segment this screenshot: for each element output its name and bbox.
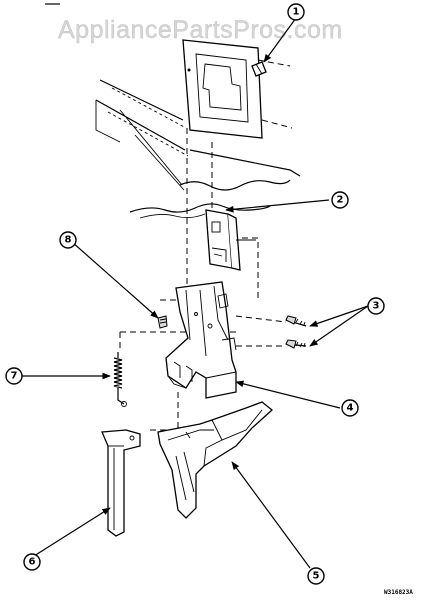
- svg-text:4: 4: [347, 403, 354, 414]
- pedal-bracket-5: [157, 401, 274, 519]
- leader-lines: [20, 17, 369, 569]
- watermark: AppliancePartsPros.com: [58, 16, 343, 44]
- alignment-lines: [119, 128, 287, 431]
- callout-8: 8: [59, 231, 77, 249]
- callout-2: 2: [331, 191, 349, 209]
- callout-5: 5: [307, 567, 325, 585]
- callout-4: 4: [341, 399, 359, 417]
- svg-text:3: 3: [373, 301, 380, 312]
- spring-7: [113, 352, 127, 407]
- screw-8: [157, 315, 168, 329]
- switch-block: [205, 209, 256, 271]
- drawing-code: W316823A: [384, 589, 413, 596]
- console-outline: [95, 79, 301, 219]
- callout-7: 7: [5, 367, 23, 385]
- bracket-assembly: [165, 281, 237, 399]
- lever-6: [101, 429, 141, 537]
- svg-text:8: 8: [65, 235, 72, 246]
- svg-text:2: 2: [337, 195, 344, 206]
- callout-6: 6: [23, 553, 41, 571]
- callout-3: 3: [367, 297, 385, 315]
- callout-1: 1: [287, 3, 305, 21]
- screws-3: [285, 315, 307, 349]
- svg-text:7: 7: [11, 371, 18, 382]
- svg-text:1: 1: [293, 7, 300, 18]
- small-button-part: [251, 61, 267, 77]
- svg-text:5: 5: [313, 571, 320, 582]
- svg-text:6: 6: [29, 557, 36, 568]
- console-bezel: [182, 39, 293, 139]
